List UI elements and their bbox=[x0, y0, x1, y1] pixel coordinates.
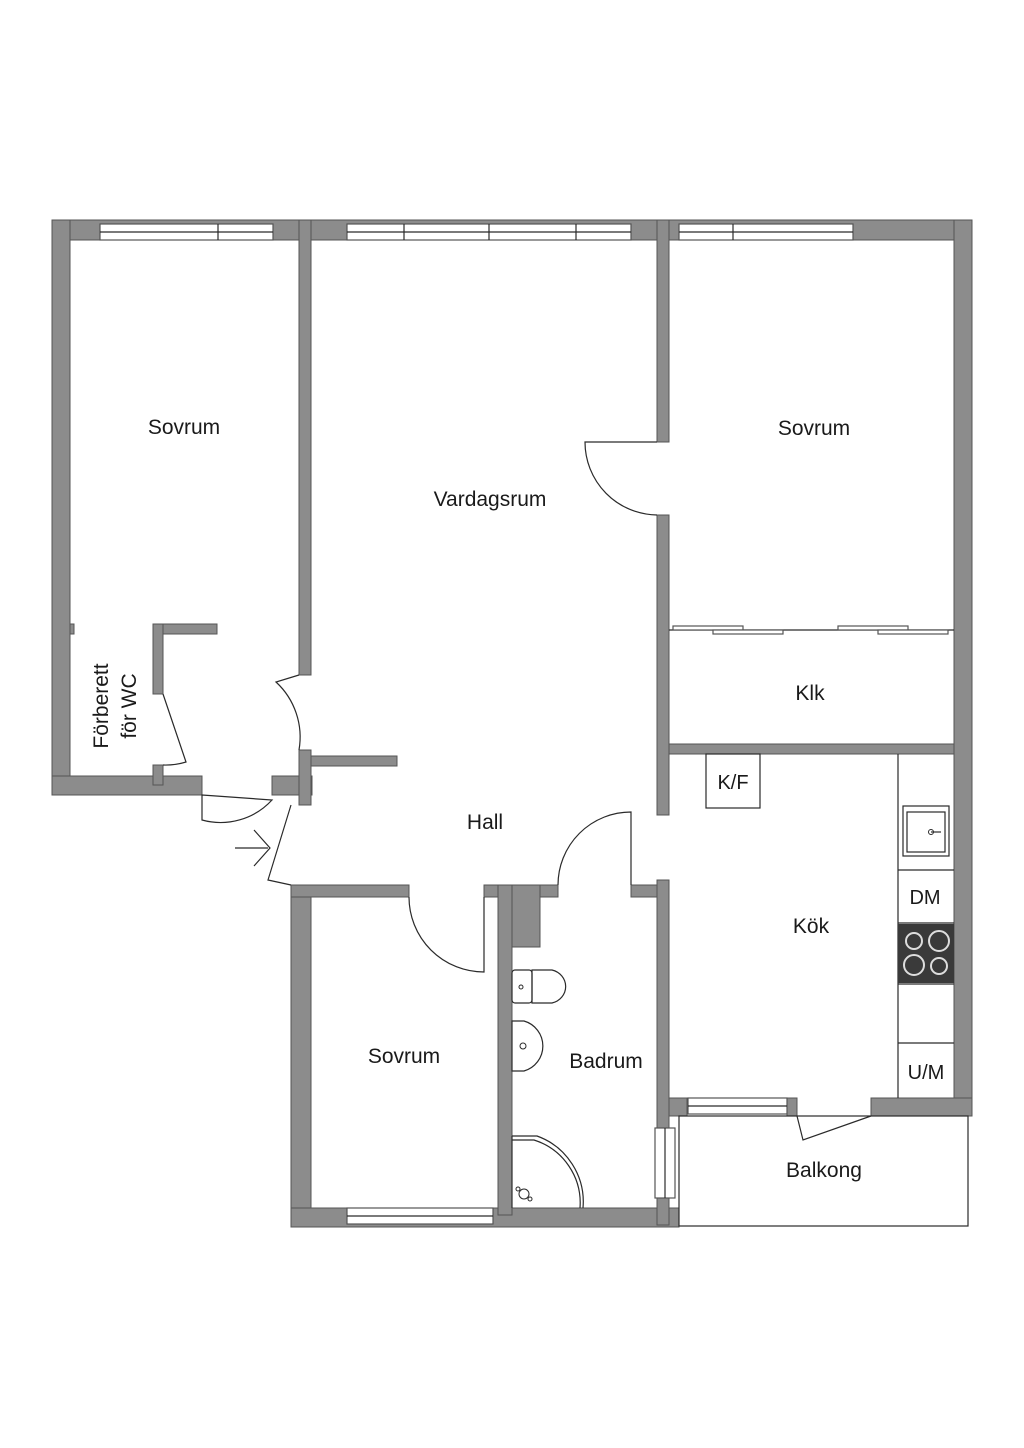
label-vardagsrum: Vardagsrum bbox=[434, 488, 547, 511]
label-kf: K/F bbox=[717, 772, 748, 794]
closet-doors bbox=[669, 625, 954, 635]
label-dm: DM bbox=[909, 887, 940, 909]
label-um: U/M bbox=[908, 1062, 945, 1084]
label-sovrum-left: Sovrum bbox=[148, 416, 220, 439]
stove-icon bbox=[898, 924, 954, 983]
label-forberett-line1: Förberett bbox=[90, 663, 113, 748]
entrance-arrow-icon bbox=[235, 829, 271, 867]
label-sovrum-right: Sovrum bbox=[778, 417, 850, 440]
label-badrum: Badrum bbox=[569, 1050, 643, 1073]
kitchen-counter bbox=[705, 753, 954, 1098]
toilet-icon bbox=[511, 969, 567, 1004]
label-klk: Klk bbox=[795, 682, 825, 705]
label-balkong: Balkong bbox=[786, 1159, 862, 1182]
label-kok: Kök bbox=[793, 915, 830, 938]
fridge-box bbox=[705, 753, 761, 809]
windows bbox=[99, 223, 854, 1225]
label-forberett-line2: för WC bbox=[118, 673, 141, 738]
washbasin-icon bbox=[511, 1020, 544, 1072]
label-sovrum-bottom: Sovrum bbox=[368, 1045, 440, 1068]
sink-icon bbox=[902, 805, 950, 857]
balcony-outline bbox=[678, 1115, 969, 1227]
doors bbox=[162, 441, 872, 1141]
room-labels: Sovrum Vardagsrum Sovrum Klk K/F Hall DM… bbox=[90, 416, 944, 1182]
label-forberett-wc: Förberett för WC bbox=[90, 663, 141, 748]
walls bbox=[51, 219, 973, 1228]
shower-icon bbox=[511, 1135, 584, 1209]
label-hall: Hall bbox=[467, 811, 503, 834]
